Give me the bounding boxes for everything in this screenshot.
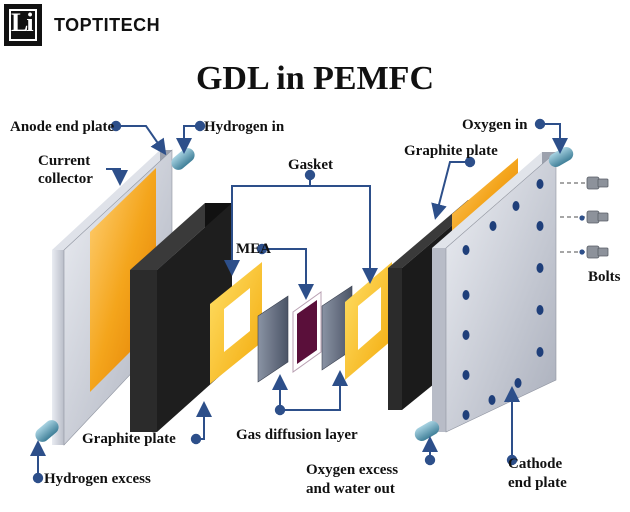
label-anode-end-plate: Anode end plate [10,119,115,135]
oxygen-excess-pipe [414,421,440,441]
cathode-end-plate [432,151,557,433]
brand-logo: Li [4,4,42,46]
label-hydrogen-in: Hydrogen in [204,119,285,135]
bolts [560,176,609,259]
hydrogen-excess-pipe [35,420,59,442]
label-bolts: Bolts [588,269,621,285]
brand-name: TOPTITECH [54,14,161,35]
label-graphite-plate-right: Graphite plate [404,143,498,159]
label-gas-diffusion-layer: Gas diffusion layer [236,427,358,443]
leader-lines [30,118,585,484]
brand: Li TOPTITECH [4,4,160,46]
label-gasket: Gasket [288,157,333,173]
label-oxygen-excess-2: and water out [306,481,395,497]
diagram-title: GDL in PEMFC [195,60,435,97]
gasket-left [210,262,262,384]
label-current-collector-1: Current [38,153,91,169]
label-cathode-end-plate-1: Cathode [508,456,563,472]
label-oxygen-in: Oxygen in [462,117,528,133]
gasket-right [345,262,392,380]
label-current-collector-2: collector [38,171,93,187]
label-oxygen-excess-1: Oxygen excess [306,462,399,478]
label-hydrogen-excess: Hydrogen excess [44,471,151,487]
label-graphite-plate-left: Graphite plate [82,431,176,447]
label-mea: MEA [236,241,271,257]
mea [292,291,322,373]
bolt-holes [462,179,544,420]
label-cathode-end-plate-2: end plate [508,475,567,491]
gas-diffusion-layer-left [257,295,289,383]
brand-logo-text: Li [11,8,34,37]
